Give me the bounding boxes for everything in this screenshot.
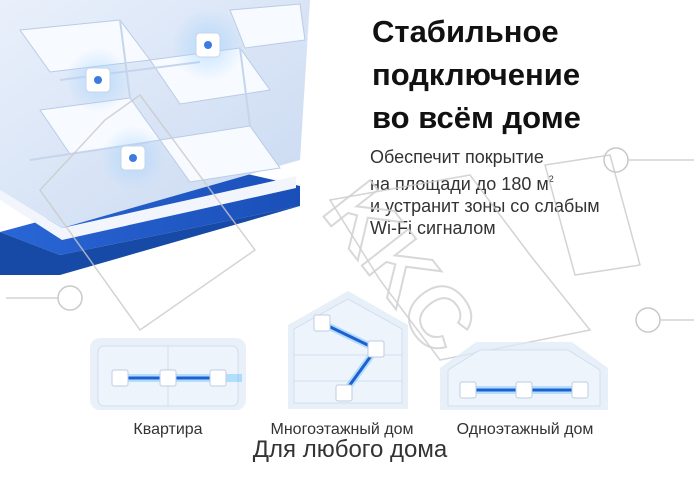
footer-caption: Для любого дома: [252, 436, 448, 463]
mesh-unit-icon: [195, 32, 221, 58]
mesh-unit-icon: [111, 369, 129, 387]
house-label-apartment: Квартира: [133, 421, 203, 438]
mesh-unit-icon: [209, 369, 227, 387]
multistorey-house-illustration: [288, 291, 408, 409]
mesh-unit-icon: [159, 369, 177, 387]
apartment-illustration: [90, 338, 246, 410]
house-label-singlestorey: Одноэтажный дом: [456, 421, 594, 438]
description-line: на площади до 180 м2: [370, 168, 695, 195]
headline: Стабильное подключение во всём доме: [372, 10, 692, 139]
mesh-unit-icon: [515, 381, 533, 399]
description-line: Обеспечит покрытие: [370, 147, 544, 167]
headline-line: Стабильное: [372, 14, 559, 49]
mesh-unit-icon: [571, 381, 589, 399]
description-line: и устранит зоны со слабым: [370, 196, 600, 216]
mesh-unit-icon: [120, 145, 146, 171]
mesh-unit-icon: [335, 384, 353, 402]
mesh-unit-icon: [313, 314, 331, 332]
singlestorey-house-illustration: [440, 342, 608, 410]
description: Обеспечит покрытие на площади до 180 м2 …: [370, 146, 695, 239]
headline-line: во всём доме: [372, 100, 581, 135]
headline-line: подключение: [372, 57, 581, 92]
house-label-multistorey: Многоэтажный дом: [270, 421, 414, 438]
mesh-unit-icon: [367, 340, 385, 358]
floor-plan-illustration: [0, 0, 310, 275]
mesh-unit-icon: [85, 67, 111, 93]
description-line: Wi-Fi сигналом: [370, 218, 496, 238]
area-unit-superscript: 2: [548, 174, 554, 184]
description-line-text: на площади до 180 м: [370, 174, 549, 194]
mesh-unit-icon: [459, 381, 477, 399]
